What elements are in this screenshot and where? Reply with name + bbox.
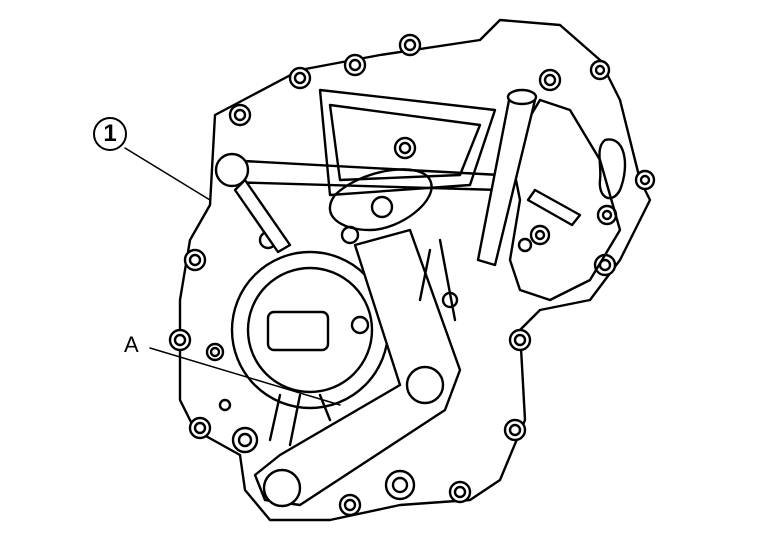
tool-knob bbox=[214, 152, 250, 188]
callout-part-a: A bbox=[124, 332, 139, 357]
callout-part-1: 1 bbox=[93, 117, 127, 151]
lever-pivot bbox=[405, 365, 445, 405]
tool-hook bbox=[328, 168, 433, 232]
leader-line-a bbox=[149, 347, 341, 406]
oil-passage bbox=[598, 138, 627, 200]
side-cover bbox=[508, 98, 622, 302]
case-ribs bbox=[268, 238, 457, 447]
tool-frame bbox=[318, 88, 497, 197]
lever-end-pin bbox=[262, 468, 302, 508]
leader-line-1 bbox=[124, 147, 211, 201]
bore-window bbox=[266, 310, 330, 352]
